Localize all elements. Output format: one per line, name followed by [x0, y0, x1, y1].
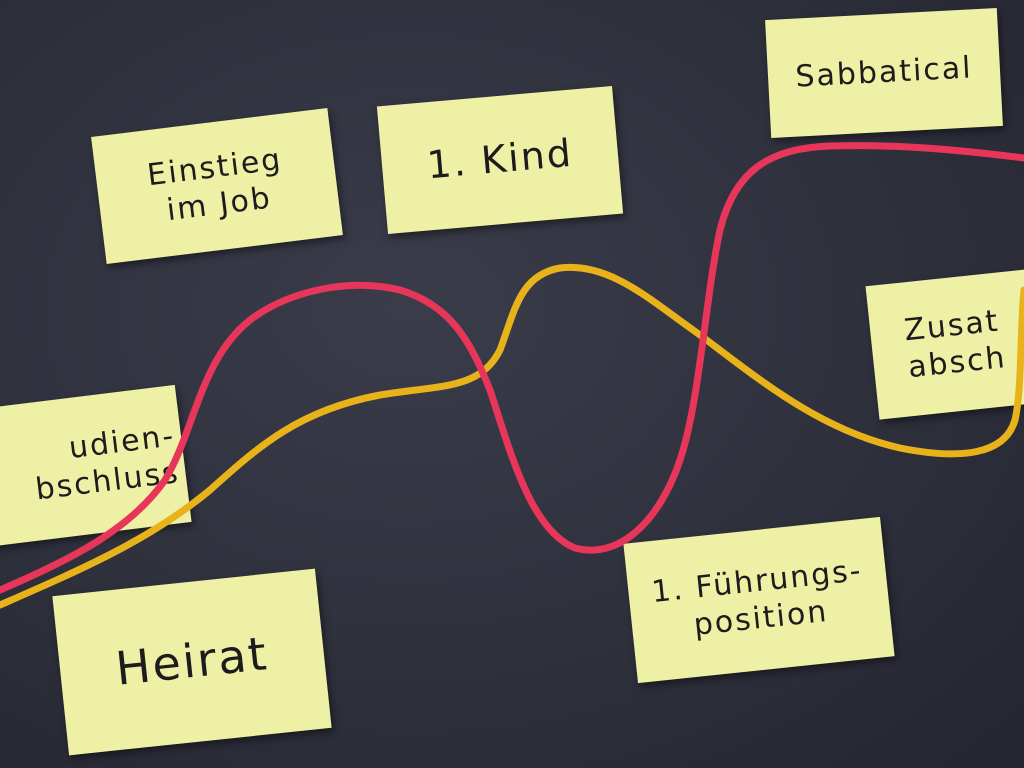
- red-string: [0, 142, 1024, 594]
- yellow-string: [0, 263, 1024, 609]
